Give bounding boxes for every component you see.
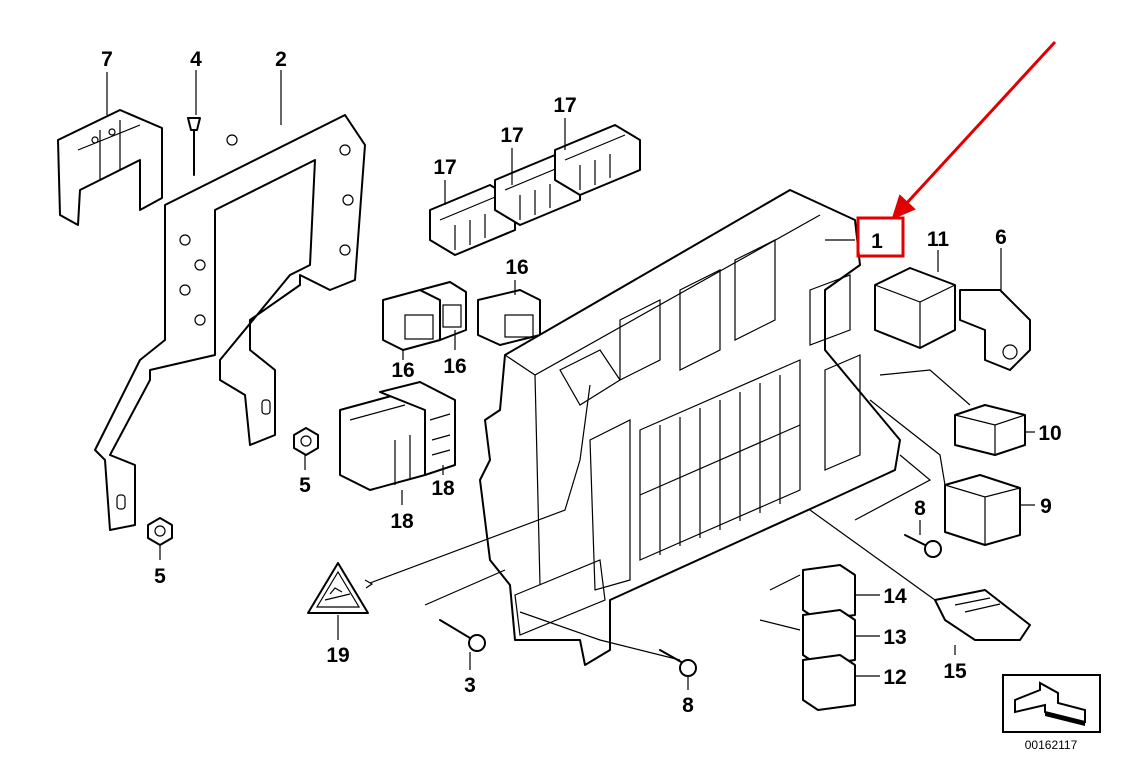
highlight-arrow [903,40,1057,207]
reference-logo-shadow [1045,712,1085,726]
callout-19: 19 [326,644,349,667]
callout-labels: 7 4 2 17 17 17 16 16 16 18 18 5 5 1 11 6… [101,48,1062,717]
reference-logo-arrow [1014,681,1086,724]
callout-3: 3 [464,674,476,697]
callout-5-lower: 5 [154,565,166,588]
callout-16-a: 16 [391,359,414,382]
part-16-connector-a [382,289,441,351]
highlight-arrowhead [891,194,916,220]
part-18-connector-b [379,381,456,476]
callout-6: 6 [995,226,1007,249]
reference-number: 00162117 [1025,738,1078,752]
callout-16-b: 16 [443,355,466,378]
part-3-screw [439,619,486,652]
part-1-fuse-box [479,189,901,666]
highlight-overlay [856,40,1057,258]
part-11-relay [874,267,956,349]
part-7-bracket [57,109,163,226]
leader-lines [106,70,1035,690]
callout-17-c: 17 [553,94,576,117]
part-8-screw-lower [659,649,697,677]
part-18-connector-a [339,394,426,491]
part-16-connector-c [477,289,541,346]
part-4-pin [187,117,201,176]
callout-7: 7 [101,48,113,71]
callout-13: 13 [883,626,906,649]
callout-14: 14 [883,585,907,608]
part-13-fuse [802,609,856,666]
callout-1: 1 [871,230,883,253]
part-5-nut-lower [147,517,173,546]
callout-2: 2 [275,48,287,71]
callout-12: 12 [883,666,906,689]
callout-18-b: 18 [431,477,455,500]
callout-18-a: 18 [390,510,414,533]
callout-10: 10 [1038,422,1061,445]
part-6-clip [959,289,1031,371]
part-5-nut-upper [293,427,319,456]
part-9-relay [944,474,1021,546]
callout-16-c: 16 [505,256,528,279]
part-19-warning-label [307,562,369,614]
highlight-box [856,216,905,258]
part-2-frame [94,114,366,531]
part-15-fuse-puller [934,589,1031,641]
callout-9: 9 [1040,495,1052,518]
callout-11: 11 [927,228,950,251]
callout-4: 4 [190,48,202,71]
callout-15: 15 [943,660,967,683]
reference-badge: 00162117 [1002,674,1101,752]
part-14-fuse [802,564,856,621]
callout-8-upper: 8 [914,497,926,520]
callout-5-upper: 5 [299,474,311,497]
part-8-screw-upper [904,534,942,558]
part-17-connector-a [429,184,516,256]
part-16-connector-b [419,281,467,341]
part-10-relay [954,404,1026,456]
callout-17-b: 17 [500,124,523,147]
part-12-fuse [802,654,856,711]
callout-8-lower: 8 [682,694,694,717]
part-17-connector-c [554,124,641,196]
callout-17-a: 17 [433,156,456,179]
